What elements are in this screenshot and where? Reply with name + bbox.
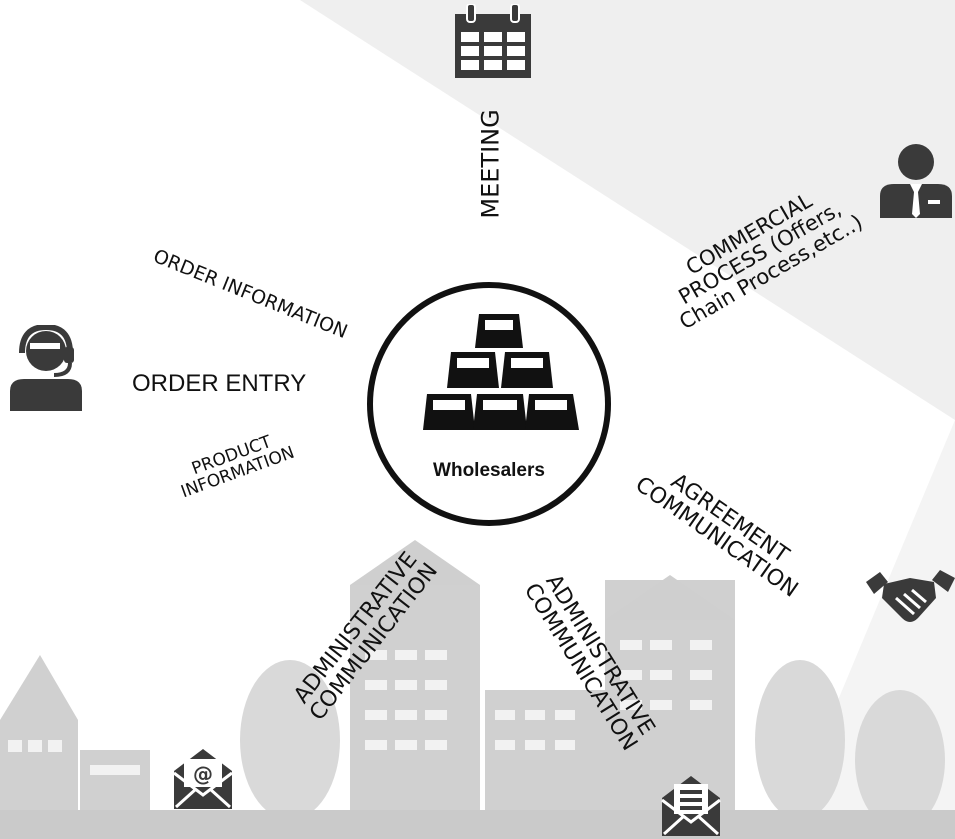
stacked-bars-icon	[423, 314, 579, 430]
diagonal-backdrop	[300, 0, 955, 420]
order-entry-text: ORDER ENTRY	[132, 370, 307, 397]
calendar-icon	[455, 4, 531, 78]
hub-title: Wholesalers	[433, 460, 545, 481]
wholesalers-hub: Wholesalers	[367, 282, 611, 526]
call-center-agent-icon	[10, 325, 82, 411]
businessman-icon	[880, 144, 952, 218]
email-document-icon	[661, 776, 721, 836]
svg-text:@: @	[193, 762, 213, 786]
order-entry-label: ORDER ENTRY	[132, 371, 306, 396]
city-skyline	[0, 540, 955, 839]
meeting-label: MEETING	[476, 109, 505, 219]
email-at-icon: @	[173, 749, 233, 809]
building-windows	[8, 640, 712, 775]
meeting-text: MEETING	[476, 109, 505, 219]
handshake-icon	[866, 570, 955, 622]
